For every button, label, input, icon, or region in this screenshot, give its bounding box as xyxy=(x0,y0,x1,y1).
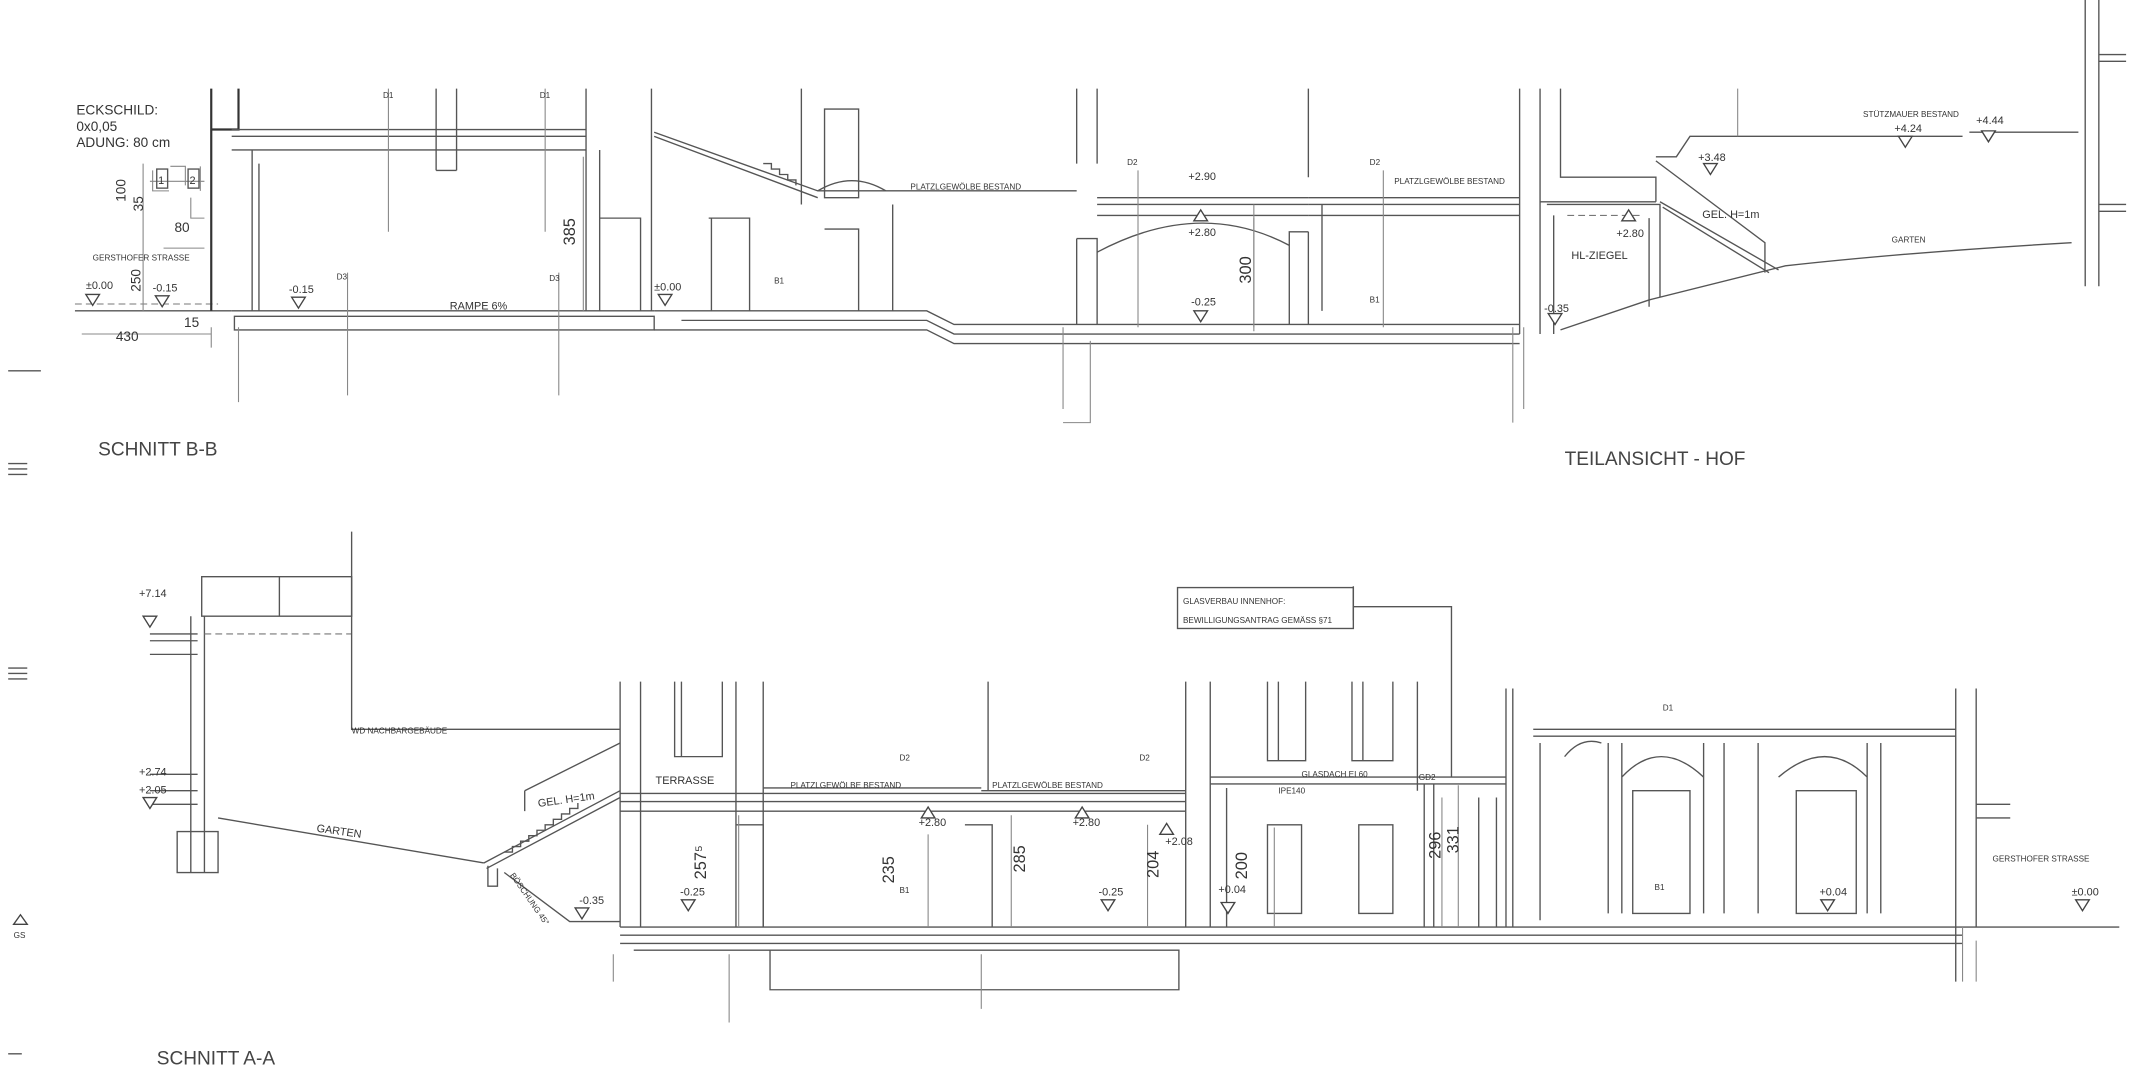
glass-note-line: BEWILLIGUNGSANTRAG GEMÄSS §71 xyxy=(1183,615,1333,625)
sign-box-1 xyxy=(156,168,169,189)
ref-label: B1 xyxy=(900,886,910,895)
level-label: +2.90 xyxy=(1188,171,1216,183)
ref-label: D1 xyxy=(383,91,394,100)
level-label: -0.25 xyxy=(680,887,705,899)
gs-label: GS xyxy=(14,931,26,940)
retaining-wall-label: STÜTZMAUER BESTAND xyxy=(1863,109,1959,119)
dim-label: 296 xyxy=(1427,832,1445,859)
dim-label: 204 xyxy=(1144,851,1162,878)
level-label: ±0.00 xyxy=(654,281,681,293)
slope-label: BÖSCHUNG 45° xyxy=(508,871,552,927)
ref-label: D1 xyxy=(1663,703,1674,712)
title-section-bb: SCHNITT B-B xyxy=(98,439,217,460)
level-label: ±0.00 xyxy=(86,280,113,292)
level-label: +0.04 xyxy=(1218,884,1246,896)
aa-dimensions xyxy=(8,370,2091,1055)
section-aa xyxy=(149,531,2120,1023)
sign-box-label: 1 xyxy=(158,175,164,187)
ref-label: D3 xyxy=(337,272,348,281)
railing-label: GEL. H=1m xyxy=(537,790,595,810)
glass-roof-label: GLASDACH EI 60 xyxy=(1302,770,1369,779)
sign-note-line: ADUNG: 80 cm xyxy=(76,135,170,150)
ref-label: D1 xyxy=(540,91,551,100)
ramp-label: RAMPE 6% xyxy=(450,300,508,312)
dim-label: 331 xyxy=(1444,826,1462,853)
dim-label: 80 xyxy=(174,220,190,235)
level-label: +2.80 xyxy=(1616,228,1644,240)
dim-label: 285 xyxy=(1011,845,1029,872)
dim-label: 250 xyxy=(128,269,143,292)
dim-label: 35 xyxy=(131,196,146,211)
ref-label: B1 xyxy=(1655,883,1665,892)
vault-label: PLATZLGEWÖLBE BESTAND xyxy=(1394,176,1505,186)
dim-label: 257⁵ xyxy=(692,845,710,879)
sign-note-line: ECKSCHILD: xyxy=(76,103,158,118)
brick-label: HL-ZIEGEL xyxy=(1571,250,1627,262)
railing-label: GEL. H=1m xyxy=(1702,209,1759,221)
level-label: +2.80 xyxy=(919,817,947,829)
ref-label: D2 xyxy=(1127,158,1138,167)
terrace-label: TERRASSE xyxy=(656,775,715,787)
ref-label: D2 xyxy=(900,754,911,763)
level-label: ±0.00 xyxy=(2072,887,2099,899)
level-label: -0.25 xyxy=(1191,296,1216,308)
level-label: -0.25 xyxy=(1098,887,1123,899)
dim-label: 100 xyxy=(113,179,128,202)
beam-label: IPE140 xyxy=(1278,786,1305,795)
labels: SCHNITT B-B TEILANSICHT - HOF SCHNITT A-… xyxy=(14,91,2099,1070)
ref-label: B1 xyxy=(774,277,784,286)
level-label: +2.80 xyxy=(1188,227,1216,239)
ref-label: B1 xyxy=(1370,296,1380,305)
level-label: -0.35 xyxy=(1544,303,1569,315)
level-label: +4.44 xyxy=(1976,115,2004,127)
level-label: -0.15 xyxy=(289,284,314,296)
garden-label: GARTEN xyxy=(1892,236,1926,245)
sign-note-line: 0x0,05 xyxy=(76,119,117,134)
level-label: +2.74 xyxy=(139,767,167,779)
vault-label: PLATZLGEWÖLBE BESTAND xyxy=(992,780,1103,790)
level-label: +0.04 xyxy=(1819,887,1847,899)
sign-box-2 xyxy=(187,168,200,189)
level-label: +3.48 xyxy=(1698,152,1726,164)
level-label: +2.05 xyxy=(139,784,167,796)
title-partial-view-hof: TEILANSICHT - HOF xyxy=(1565,449,1746,470)
glass-note-box xyxy=(1176,586,1355,630)
dim-label: 300 xyxy=(1237,256,1255,283)
glass-note-line: GLASVERBAU INNENHOF: xyxy=(1183,597,1285,606)
dim-label: 385 xyxy=(561,218,579,245)
sign-box-label: 2 xyxy=(189,175,195,187)
level-label: +4.24 xyxy=(1894,123,1922,135)
title-section-aa: SCHNITT A-A xyxy=(157,1049,276,1070)
ref-label: D2 xyxy=(1139,754,1150,763)
vault-label: PLATZLGEWÖLBE BESTAND xyxy=(790,780,901,790)
street-label: GERSTHOFER STRASSE xyxy=(1993,855,2091,864)
level-label: +7.14 xyxy=(139,588,167,600)
ref-label: GD2 xyxy=(1419,773,1436,782)
garden-label: GARTEN xyxy=(316,823,362,841)
level-label: -0.35 xyxy=(579,895,604,907)
level-label: -0.15 xyxy=(153,283,178,295)
dim-label: 200 xyxy=(1233,852,1251,879)
ref-label: D2 xyxy=(1370,158,1381,167)
section-bb xyxy=(74,0,2127,424)
level-label: +2.80 xyxy=(1073,817,1101,829)
dim-label: 430 xyxy=(116,329,139,344)
neighbour-building-label: WD NACHBARGEBÄUDE xyxy=(352,725,448,735)
dim-label: 15 xyxy=(184,315,199,330)
bb-dimensions xyxy=(81,130,1997,348)
vault-label: PLATZLGEWÖLBE BESTAND xyxy=(910,181,1021,191)
street-label: GERSTHOFER STRASSE xyxy=(93,253,191,262)
level-label: +2.08 xyxy=(1165,836,1193,848)
dim-label: 235 xyxy=(880,856,898,883)
ref-label: D3 xyxy=(549,274,560,283)
